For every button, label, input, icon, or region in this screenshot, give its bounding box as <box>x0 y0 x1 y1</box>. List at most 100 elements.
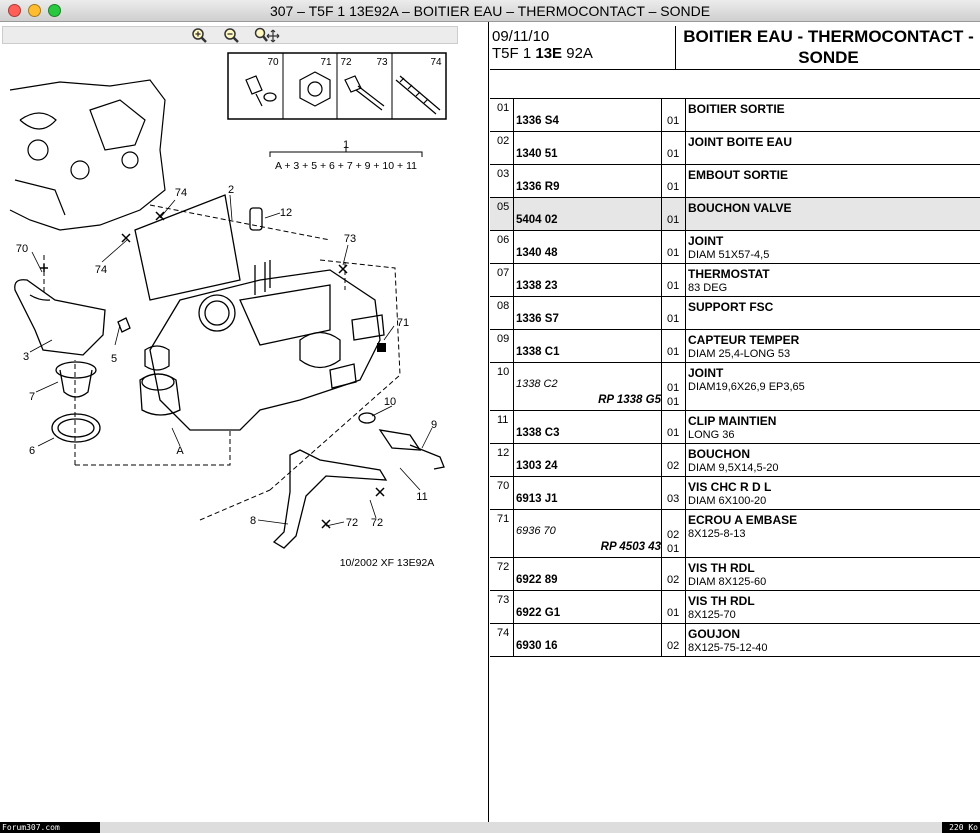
quantity-cell: 01 <box>662 297 686 329</box>
quantity-cell: 02 <box>662 558 686 590</box>
quantity-cell: 01 <box>662 99 686 131</box>
position-number: 10 <box>497 366 510 378</box>
designation: EMBOUT SORTIE <box>688 168 789 182</box>
status-left: Forum307.com <box>0 822 100 833</box>
designation-cell: EMBOUT SORTIE <box>686 165 980 197</box>
callout-labels: 2 12 73 74 74 70 3 5 7 6 71 10 9 11 8 72… <box>16 184 437 529</box>
designation: ECROU A EMBASE <box>688 513 798 527</box>
quantity-cell: 02 <box>662 444 686 476</box>
zoom-in-icon[interactable] <box>190 27 210 45</box>
header-date: 09/11/10 <box>492 28 550 45</box>
diagram-footer: 10/2002 XF 13E92A <box>340 557 435 569</box>
designation-detail: LONG 36 <box>688 429 735 441</box>
position-cell: 03 <box>490 165 514 197</box>
quantity: 01 <box>667 115 680 127</box>
designation: BOUCHON VALVE <box>688 201 792 215</box>
part-reference: 6930 16 <box>516 640 558 652</box>
header-ref: T5F 1 13E 92A <box>490 45 675 62</box>
quantity: 01 <box>667 313 680 325</box>
designation: THERMOSTAT <box>688 267 770 281</box>
position-cell: 02 <box>490 132 514 164</box>
designation-detail: 8X125-70 <box>688 609 736 621</box>
header-ref-suffix: 92A <box>562 45 593 62</box>
position-cell: 01 <box>490 99 514 131</box>
position-number: 09 <box>497 333 510 345</box>
replacement-quantity: 01 <box>667 396 680 408</box>
position-cell: 71 <box>490 510 514 557</box>
callout-leaders <box>29 194 433 527</box>
page-title-text: BOITIER EAU - THERMOCONTACT - SONDE <box>683 27 974 67</box>
quantity: 02 <box>667 460 680 472</box>
designation-detail: DIAM 9,5X14,5-20 <box>688 462 779 474</box>
quantity-cell: 01 <box>662 411 686 443</box>
close-button[interactable] <box>8 4 21 17</box>
header-reference: 09/11/10 T5F 1 13E 92A <box>490 26 676 69</box>
position-cell: 05 <box>490 198 514 230</box>
nut-marker <box>377 343 386 352</box>
callout-label: 11 <box>416 491 427 503</box>
reference-cell: 1340 51 <box>514 132 662 164</box>
reference-cell: 1340 48 <box>514 231 662 263</box>
quantity: 01 <box>667 382 680 394</box>
zoom-pan-icon[interactable] <box>253 27 281 45</box>
designation-cell: BOITIER SORTIE <box>686 99 980 131</box>
group-number: 1 <box>343 139 349 151</box>
quantity-cell: 01 <box>662 132 686 164</box>
reference-cell: 6922 G1 <box>514 591 662 623</box>
quantity-cell: 03 <box>662 477 686 509</box>
designation: CLIP MAINTIEN <box>688 414 777 428</box>
quantity-cell: 01 <box>662 330 686 362</box>
callout-label: 2 <box>228 184 234 196</box>
designation-cell: JOINT BOITE EAU <box>686 132 980 164</box>
position-cell: 09 <box>490 330 514 362</box>
quantity: 01 <box>667 346 680 358</box>
callout-label: 72 <box>346 517 358 529</box>
designation: BOUCHON <box>688 447 750 461</box>
zoom-out-icon[interactable] <box>222 27 242 45</box>
callout-label: A <box>176 445 184 457</box>
quantity: 01 <box>667 607 680 619</box>
quantity: 02 <box>667 574 680 586</box>
dashed-assembly-lines <box>43 204 401 521</box>
quantity: 01 <box>667 214 680 226</box>
part-reference: 1338 C2 <box>516 378 558 390</box>
callout-label: 5 <box>111 353 117 365</box>
reference-cell: 1338 C1 <box>514 330 662 362</box>
zoom-button[interactable] <box>48 4 61 17</box>
reference-cell: 1336 S7 <box>514 297 662 329</box>
legend-label: 72 <box>340 57 352 68</box>
designation-cell: BOUCHON VALVE <box>686 198 980 230</box>
position-number: 12 <box>497 447 510 459</box>
legend-labels: 70 71 72 73 74 <box>267 57 442 68</box>
cross-markers <box>40 211 385 529</box>
part-reference: 1338 C1 <box>516 346 560 358</box>
designation-detail: 8X125-8-13 <box>688 528 746 540</box>
position-number: 08 <box>497 300 510 312</box>
minimize-button[interactable] <box>28 4 41 17</box>
callout-label: 3 <box>23 351 29 363</box>
legend-label: 70 <box>267 57 279 68</box>
status-bar: Forum307.com 220 Ko <box>0 822 980 833</box>
